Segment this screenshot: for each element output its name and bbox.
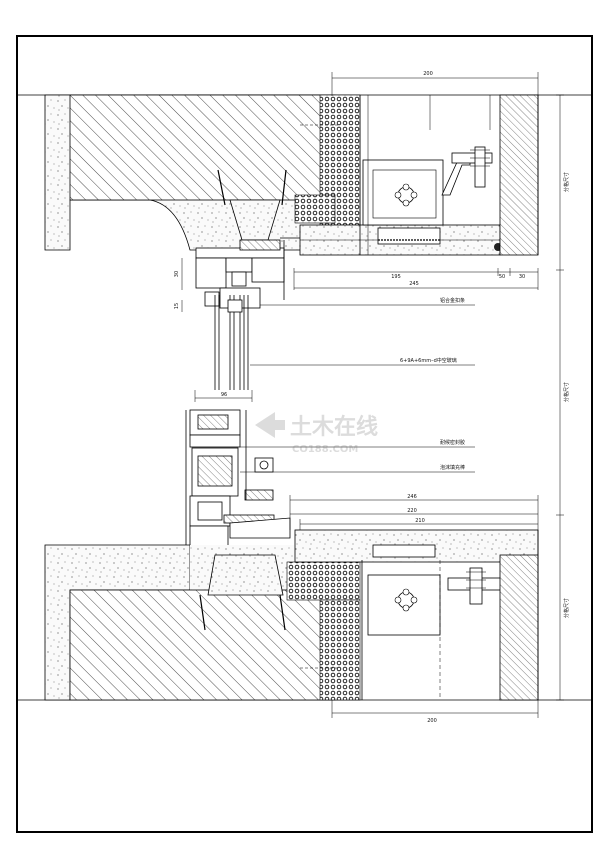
dim-frame-15: 15 — [174, 303, 180, 309]
top-bracket-assembly — [299, 146, 525, 256]
dim-mid-246: 246 — [407, 494, 417, 500]
dim-right-middle: 分格尺寸 — [563, 382, 570, 402]
dim-top-200: 200 — [423, 71, 433, 77]
note-aluminum-trim: 铝合金扣条 — [440, 297, 465, 304]
bottom-stone-cladding — [361, 530, 539, 701]
dim-mid-210: 210 — [415, 518, 425, 524]
note-foam-rod: 泡沫填充棒 — [440, 464, 465, 471]
watermark: 土木在线 CO188.COM — [255, 412, 378, 455]
dim-top-245: 245 — [409, 281, 419, 287]
leader-lines — [240, 304, 475, 473]
dim-top-30: 30 — [519, 274, 525, 280]
dim-bottom-200: 200 — [427, 718, 437, 724]
bolt-fixing-icon — [394, 588, 418, 612]
top-stone-cladding — [359, 94, 539, 256]
dim-top-50: 50 — [499, 274, 505, 280]
top-glass-unit — [214, 295, 249, 390]
bottom-dimension-group — [289, 495, 539, 718]
note-glass-spec: 6+9A+6mm–d中空玻璃 — [400, 357, 457, 364]
dim-right-lower: 分格尺寸 — [563, 598, 570, 618]
top-concrete-slab — [44, 94, 361, 251]
watermark-text: 土木在线 — [290, 414, 378, 440]
bolt-fixing-icon — [394, 183, 418, 207]
watermark-logo-icon — [255, 412, 285, 438]
watermark-subtext: CO188.COM — [292, 444, 358, 455]
note-sealant: 耐候密封胶 — [440, 439, 465, 446]
dim-frame-96: 96 — [221, 392, 227, 398]
drawing-border — [16, 35, 593, 833]
dim-mid-220: 220 — [407, 508, 417, 514]
bottom-concrete-slab — [44, 544, 361, 701]
dim-frame-30: 30 — [174, 271, 180, 277]
top-dimension-group — [181, 72, 564, 701]
dim-top-195: 195 — [391, 274, 401, 280]
top-window-frame-profile — [195, 237, 300, 309]
bottom-bracket-assembly — [294, 529, 539, 700]
dim-right-upper: 分格尺寸 — [563, 172, 570, 192]
lower-window-frame-profile — [185, 409, 291, 551]
